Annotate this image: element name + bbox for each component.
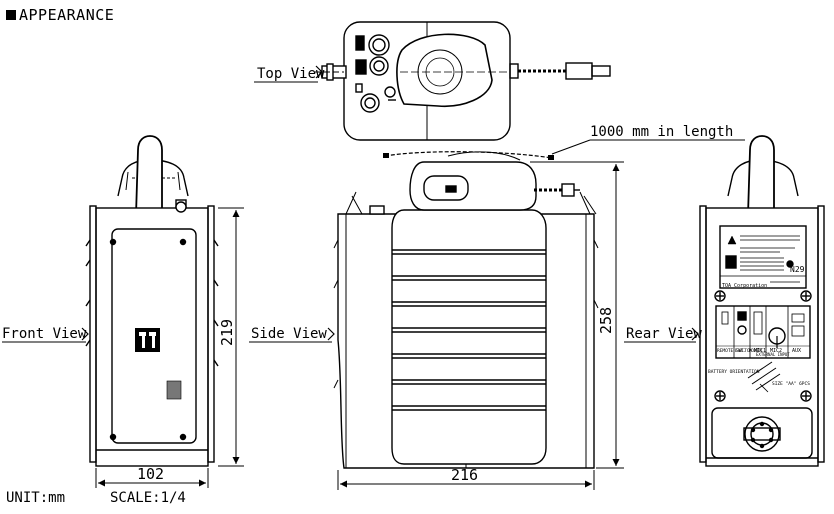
side-view-drawing — [333, 151, 599, 469]
side-width-value: 216 — [451, 466, 478, 484]
unit-label: UNIT:mm — [6, 490, 66, 506]
top-view-drawing — [315, 21, 611, 141]
rear-ext-power-label: EXT. POWER — [735, 348, 762, 354]
rear-mic2-label: MIC2 — [770, 348, 782, 354]
rear-battery-size-label: SIZE "AA" 6PCS — [772, 381, 810, 387]
rear-view-drawing — [699, 135, 825, 467]
scale-label: SCALE:1/4 — [110, 490, 186, 506]
cable-drawing — [384, 151, 553, 159]
rear-model-code: N29 — [790, 265, 805, 274]
front-width-value: 102 — [137, 465, 164, 483]
side-view-pointer-icon — [327, 327, 335, 341]
front-height-value: 219 — [218, 319, 236, 346]
rear-mic1-label: MIC1 — [754, 348, 766, 354]
rear-external-input-label: EXTERNAL INPUT — [756, 352, 790, 357]
side-height-dimension — [530, 161, 624, 469]
cable-length-label: 1000 mm in length — [590, 124, 733, 140]
rear-view-pointer-icon — [691, 327, 699, 341]
side-width-dimension — [337, 470, 595, 490]
top-view-pointer-icon — [315, 65, 323, 79]
front-view-drawing — [85, 135, 219, 467]
side-height-value: 258 — [597, 307, 615, 334]
page-title: APPEARANCE — [6, 6, 114, 24]
heading-text: APPEARANCE — [19, 6, 115, 24]
front-view-label: Front View — [2, 326, 87, 342]
square-bullet-icon — [6, 10, 16, 20]
rear-battery-label: BATTERY ORIENTATION — [708, 369, 760, 375]
rear-remote-label: REMOTE SWITCH — [717, 348, 753, 354]
rear-view-label: Rear View — [626, 326, 702, 342]
front-width-dimension — [95, 468, 209, 488]
rear-aux-label: AUX — [792, 348, 801, 354]
top-view-label: Top View — [257, 66, 325, 82]
toa-logo-icon — [135, 328, 160, 352]
front-view-pointer-icon — [81, 327, 89, 341]
side-view-label: Side View — [251, 326, 327, 342]
rear-corporation-text: TOA Corporation — [722, 283, 767, 289]
front-height-dimension — [218, 207, 244, 467]
